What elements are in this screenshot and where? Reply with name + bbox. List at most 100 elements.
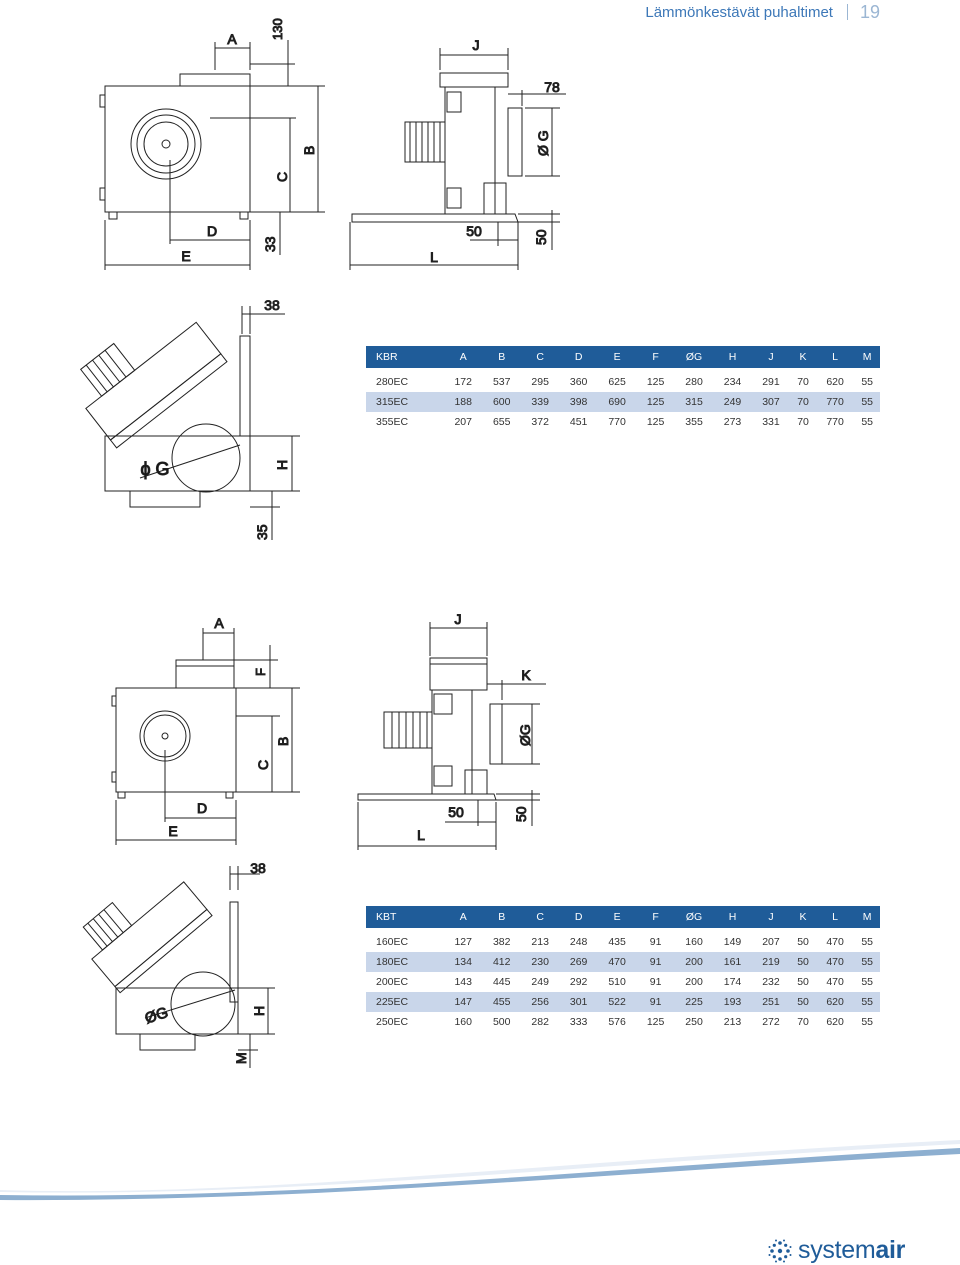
kbt-col-d: D xyxy=(559,906,598,928)
kbt-col-b: B xyxy=(482,906,521,928)
table-cell: 91 xyxy=(649,936,662,948)
table-cell: 435 xyxy=(608,936,626,948)
table-cell: 174 xyxy=(723,976,742,988)
kbr-label-a: A xyxy=(227,31,237,47)
kbt-dimension-drawing: A J F K B C ØG D E L 50 50 xyxy=(111,611,546,850)
table-row: 225EC 147 455 256 301 522 91 225 193 251… xyxy=(366,992,880,1012)
table-cell: 770 xyxy=(826,416,844,428)
table-cell: 160EC xyxy=(376,936,409,948)
kbr-inlet-ring xyxy=(130,108,202,180)
table-cell: 576 xyxy=(608,1016,626,1028)
kbt-outlet-spigot xyxy=(489,703,503,765)
kbr-label-b: B xyxy=(301,146,317,155)
brand-regular: system xyxy=(798,1236,876,1264)
table-cell: 55 xyxy=(861,376,873,388)
kbt-col-l: L xyxy=(815,906,855,928)
table-cell: 143 xyxy=(454,976,472,988)
table-cell: 315 xyxy=(674,392,714,412)
page-header-title: Lämmönkestävät puhaltimet xyxy=(645,3,833,21)
table-cell: 620 xyxy=(815,992,855,1012)
table-cell: 234 xyxy=(723,376,742,388)
table-cell: 250 xyxy=(685,1016,703,1028)
kbt-mounted-label-38: 38 xyxy=(250,860,266,876)
table-cell: 280EC xyxy=(376,376,409,388)
table-cell: 339 xyxy=(520,392,560,412)
table-cell: 149 xyxy=(723,936,742,948)
table-cell: 207 xyxy=(454,416,472,428)
kbr-label-g: Ø G xyxy=(535,130,551,156)
table-cell: 219 xyxy=(751,952,791,972)
table-cell: 70 xyxy=(797,1016,809,1028)
table-cell: 272 xyxy=(762,1016,780,1028)
table-cell: 55 xyxy=(861,1016,873,1028)
kbt-motor xyxy=(383,711,433,749)
kbt-label-50-vertical: 50 xyxy=(513,806,529,822)
brand-bold: air xyxy=(875,1236,906,1264)
table-cell: 213 xyxy=(723,1016,742,1028)
table-cell: 256 xyxy=(520,992,560,1012)
kbr-col-a: A xyxy=(444,346,483,368)
table-row: 315EC 188 600 339 398 690 125 315 249 30… xyxy=(366,392,880,412)
kbt-mounted-label-h: H xyxy=(251,1006,267,1016)
kbr-col-f: F xyxy=(636,346,675,368)
table-cell: 172 xyxy=(454,376,472,388)
systemair-logo-icon xyxy=(768,1239,792,1262)
table-cell: 249 xyxy=(713,392,752,412)
kbt-label-k: K xyxy=(521,667,531,683)
kbr-label-50-vertical: 50 xyxy=(533,229,549,245)
table-cell: 360 xyxy=(569,376,588,388)
table-cell: 91 xyxy=(636,952,675,972)
table-cell: 207 xyxy=(762,936,780,948)
table-cell: 125 xyxy=(646,416,665,428)
kbt-mounted-label-m: M xyxy=(233,1052,249,1064)
table-cell: 160 xyxy=(685,936,703,948)
table-row: 280EC 172 537 295 360 625 125 280 234 29… xyxy=(366,372,880,392)
kbt-table-header: KBT A B C D E F ØG H J K L M xyxy=(366,906,880,928)
table-cell: 295 xyxy=(531,376,549,388)
kbt-col-e: E xyxy=(597,906,637,928)
kbr-table-header: KBR A B C D E F ØG H J K L M xyxy=(366,346,880,368)
kbt-label-50-horizontal: 50 xyxy=(448,804,464,820)
table-cell: 161 xyxy=(713,952,752,972)
table-cell: 451 xyxy=(569,416,588,428)
table-cell: 70 xyxy=(797,416,809,428)
table-cell: 55 xyxy=(854,392,880,412)
table-cell: 188 xyxy=(444,392,483,412)
kbr-housing-front xyxy=(104,85,251,213)
table-cell: 180EC xyxy=(366,952,444,972)
kbt-housing-front xyxy=(115,687,237,793)
table-cell: 537 xyxy=(492,376,511,388)
table-cell: 55 xyxy=(861,936,873,948)
kbt-label-j: J xyxy=(455,611,462,627)
table-cell: 273 xyxy=(723,416,742,428)
table-cell: 315EC xyxy=(366,392,444,412)
table-cell: 134 xyxy=(444,952,483,972)
table-cell: 160 xyxy=(454,1016,472,1028)
kbt-mounted-label-g: ØG xyxy=(143,1004,170,1027)
table-cell: 770 xyxy=(608,416,626,428)
table-cell: 600 xyxy=(482,392,521,412)
kbr-label-78: 78 xyxy=(544,79,560,95)
table-cell: 249 xyxy=(531,976,549,988)
kbr-spec-table: KBR A B C D E F ØG H J K L M 280EC 172 5… xyxy=(366,346,880,432)
table-cell: 382 xyxy=(492,936,511,948)
kbr-label-33: 33 xyxy=(262,236,278,252)
kbt-label-f: F xyxy=(253,668,268,676)
kbt-col-h: H xyxy=(713,906,752,928)
table-cell: 307 xyxy=(751,392,791,412)
table-cell: 445 xyxy=(492,976,511,988)
kbr-col-g: ØG xyxy=(674,346,714,368)
table-cell: 282 xyxy=(531,1016,549,1028)
table-cell: 147 xyxy=(444,992,483,1012)
kbr-outlet-spigot xyxy=(507,107,523,177)
table-cell: 398 xyxy=(559,392,598,412)
table-cell: 355EC xyxy=(376,416,409,428)
kbr-mounted-label-g: ϕ G xyxy=(140,459,169,479)
kbt-col-j: J xyxy=(751,906,791,928)
table-cell: 193 xyxy=(713,992,752,1012)
table-cell: 301 xyxy=(559,992,598,1012)
table-cell: 55 xyxy=(854,992,880,1012)
table-cell: 125 xyxy=(636,392,675,412)
systemair-wordmark: systemair xyxy=(798,1236,905,1265)
table-cell: 770 xyxy=(815,392,855,412)
